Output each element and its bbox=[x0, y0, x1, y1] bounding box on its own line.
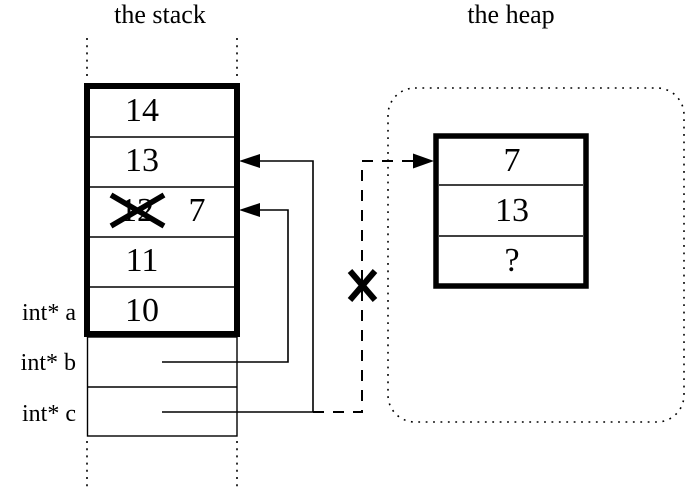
stack-cell-old-value-crossed: 12 bbox=[120, 192, 154, 229]
stack-cell-value: 14 bbox=[125, 92, 159, 129]
heap-block-box bbox=[433, 133, 589, 289]
stack-frame-cell-dividers bbox=[90, 136, 234, 288]
pointer-label-c: int* c bbox=[22, 401, 76, 427]
stack-cell-corrected-value: 7 bbox=[188, 192, 206, 229]
stack-cell-value: 11 bbox=[125, 242, 159, 279]
heap-title: the heap bbox=[467, 0, 555, 29]
pointer-label-a: int* a bbox=[22, 300, 76, 326]
dangling-heap-pointer-dashed-arrow bbox=[313, 153, 434, 413]
heap-cell-value: 13 bbox=[495, 192, 529, 229]
heap-cell-value: 7 bbox=[503, 142, 521, 179]
stack-frame-box bbox=[84, 83, 240, 337]
invalid-pointer-x-icon bbox=[347, 269, 378, 302]
pointer-b-arrow bbox=[162, 203, 289, 363]
heap-cell-value: ? bbox=[504, 242, 520, 279]
pointer-c-arrow bbox=[162, 154, 314, 413]
pointer-c-arrowhead-icon bbox=[239, 154, 260, 168]
stack-title: the stack bbox=[114, 0, 206, 29]
dangling-heap-arrowhead-icon bbox=[413, 153, 434, 169]
stack-cell-value: 10 bbox=[125, 292, 159, 329]
crossed-out-value-x-icon bbox=[109, 192, 166, 229]
stack-cell-value: 13 bbox=[125, 142, 159, 179]
heap-block-cell-dividers bbox=[439, 184, 583, 237]
pointer-label-b: int* b bbox=[20, 350, 76, 376]
pointer-b-arrow-line bbox=[162, 209, 289, 363]
pointer-c-arrow-line bbox=[162, 160, 314, 413]
stack-region-dotted-guides bbox=[86, 38, 238, 487]
pointer-b-arrowhead-icon bbox=[239, 203, 260, 217]
dangling-heap-pointer-line bbox=[313, 160, 414, 413]
